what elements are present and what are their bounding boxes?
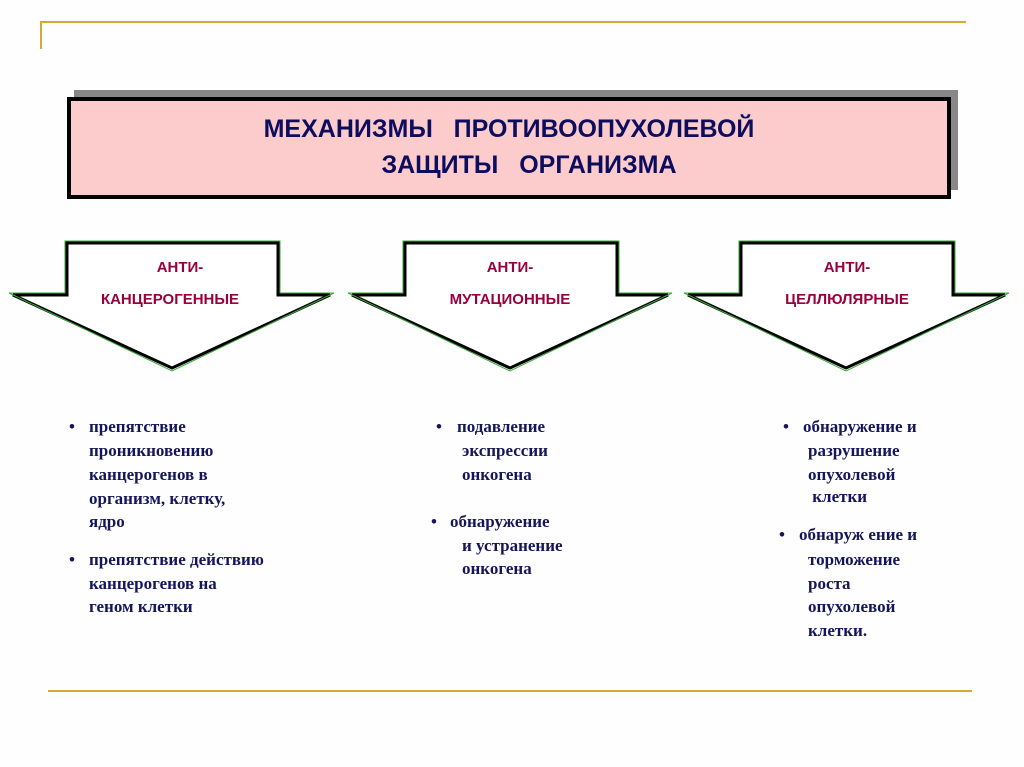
left-rule [40,21,42,49]
bullet-icon: • [436,417,442,436]
col3-b2-l2: торможение [808,550,901,569]
title-line-2: ЗАЩИТЫ ОРГАНИЗМА [381,151,677,179]
bullet-icon: • [783,417,789,436]
bullet-icon: • [431,512,437,531]
bottom-rule [48,690,972,692]
col3-b2-l3: роста [808,574,851,593]
arrow-label-3-line-2: ЦЕЛЛЮЛЯРНЫЕ [785,291,909,308]
col3-b2-l5: клетки. [808,621,868,640]
bullet-icon: • [69,550,75,569]
col1-b2-l1: препятствие действию [89,550,264,569]
arrow-label-3-line-1: АНТИ- [823,259,871,276]
col1-b1-l3: канцерогенов в [89,465,208,484]
title-line-1: МЕХАНИЗМЫ ПРОТИВООПУХОЛЕВОЙ [263,115,755,143]
top-rule [40,21,966,23]
bullet-icon: • [69,417,75,436]
col1-b2-l2: канцерогенов на [89,574,217,593]
col2-b2-l1: обнаружение [450,512,550,531]
arrow-label-1-line-2: КАНЦЕРОГЕННЫЕ [100,291,240,308]
col3-b2-l1: обнаруж ение и [799,525,918,544]
col3-b1-l1: обнаружение и [803,417,917,436]
arrow-label-2-line-2: МУТАЦИОННЫЕ [449,291,571,308]
arrow-anticellular-shape [687,241,1006,370]
col1-b2-l3: геном клетки [89,597,193,616]
col2-b1-l3: онкогена [462,465,532,484]
arrow-antimutational-shape [351,241,669,370]
col1-b1-l5: ядро [89,512,125,531]
arrow-label-2-line-1: АНТИ- [486,259,534,276]
col3-b1-l2: разрушение [808,441,900,460]
col1-b1-l2: проникновению [89,441,214,460]
col2-b2-l3: онкогена [462,559,532,578]
col2-b1-l2: экспрессии [462,441,548,460]
col2-b2-l2: и устранение [462,536,563,555]
col3-b2-l4: опухолевой [808,597,896,616]
arrow-label-1-line-1: АНТИ- [156,259,204,276]
arrow-anticarcinogenic-shape [12,241,331,370]
col3-b1-l4: клетки [808,487,868,506]
col1-b1-l1: препятствие [89,417,186,436]
title-box: МЕХАНИЗМЫ ПРОТИВООПУХОЛЕВОЙ ЗАЩИТЫ ОРГАН… [67,97,951,199]
col3-b1-l3: опухолевой [808,465,896,484]
col1-b1-l4: организм, клетку, [89,489,226,508]
bullet-icon: • [779,525,785,544]
col2-b1-l1: подавление [457,417,546,436]
